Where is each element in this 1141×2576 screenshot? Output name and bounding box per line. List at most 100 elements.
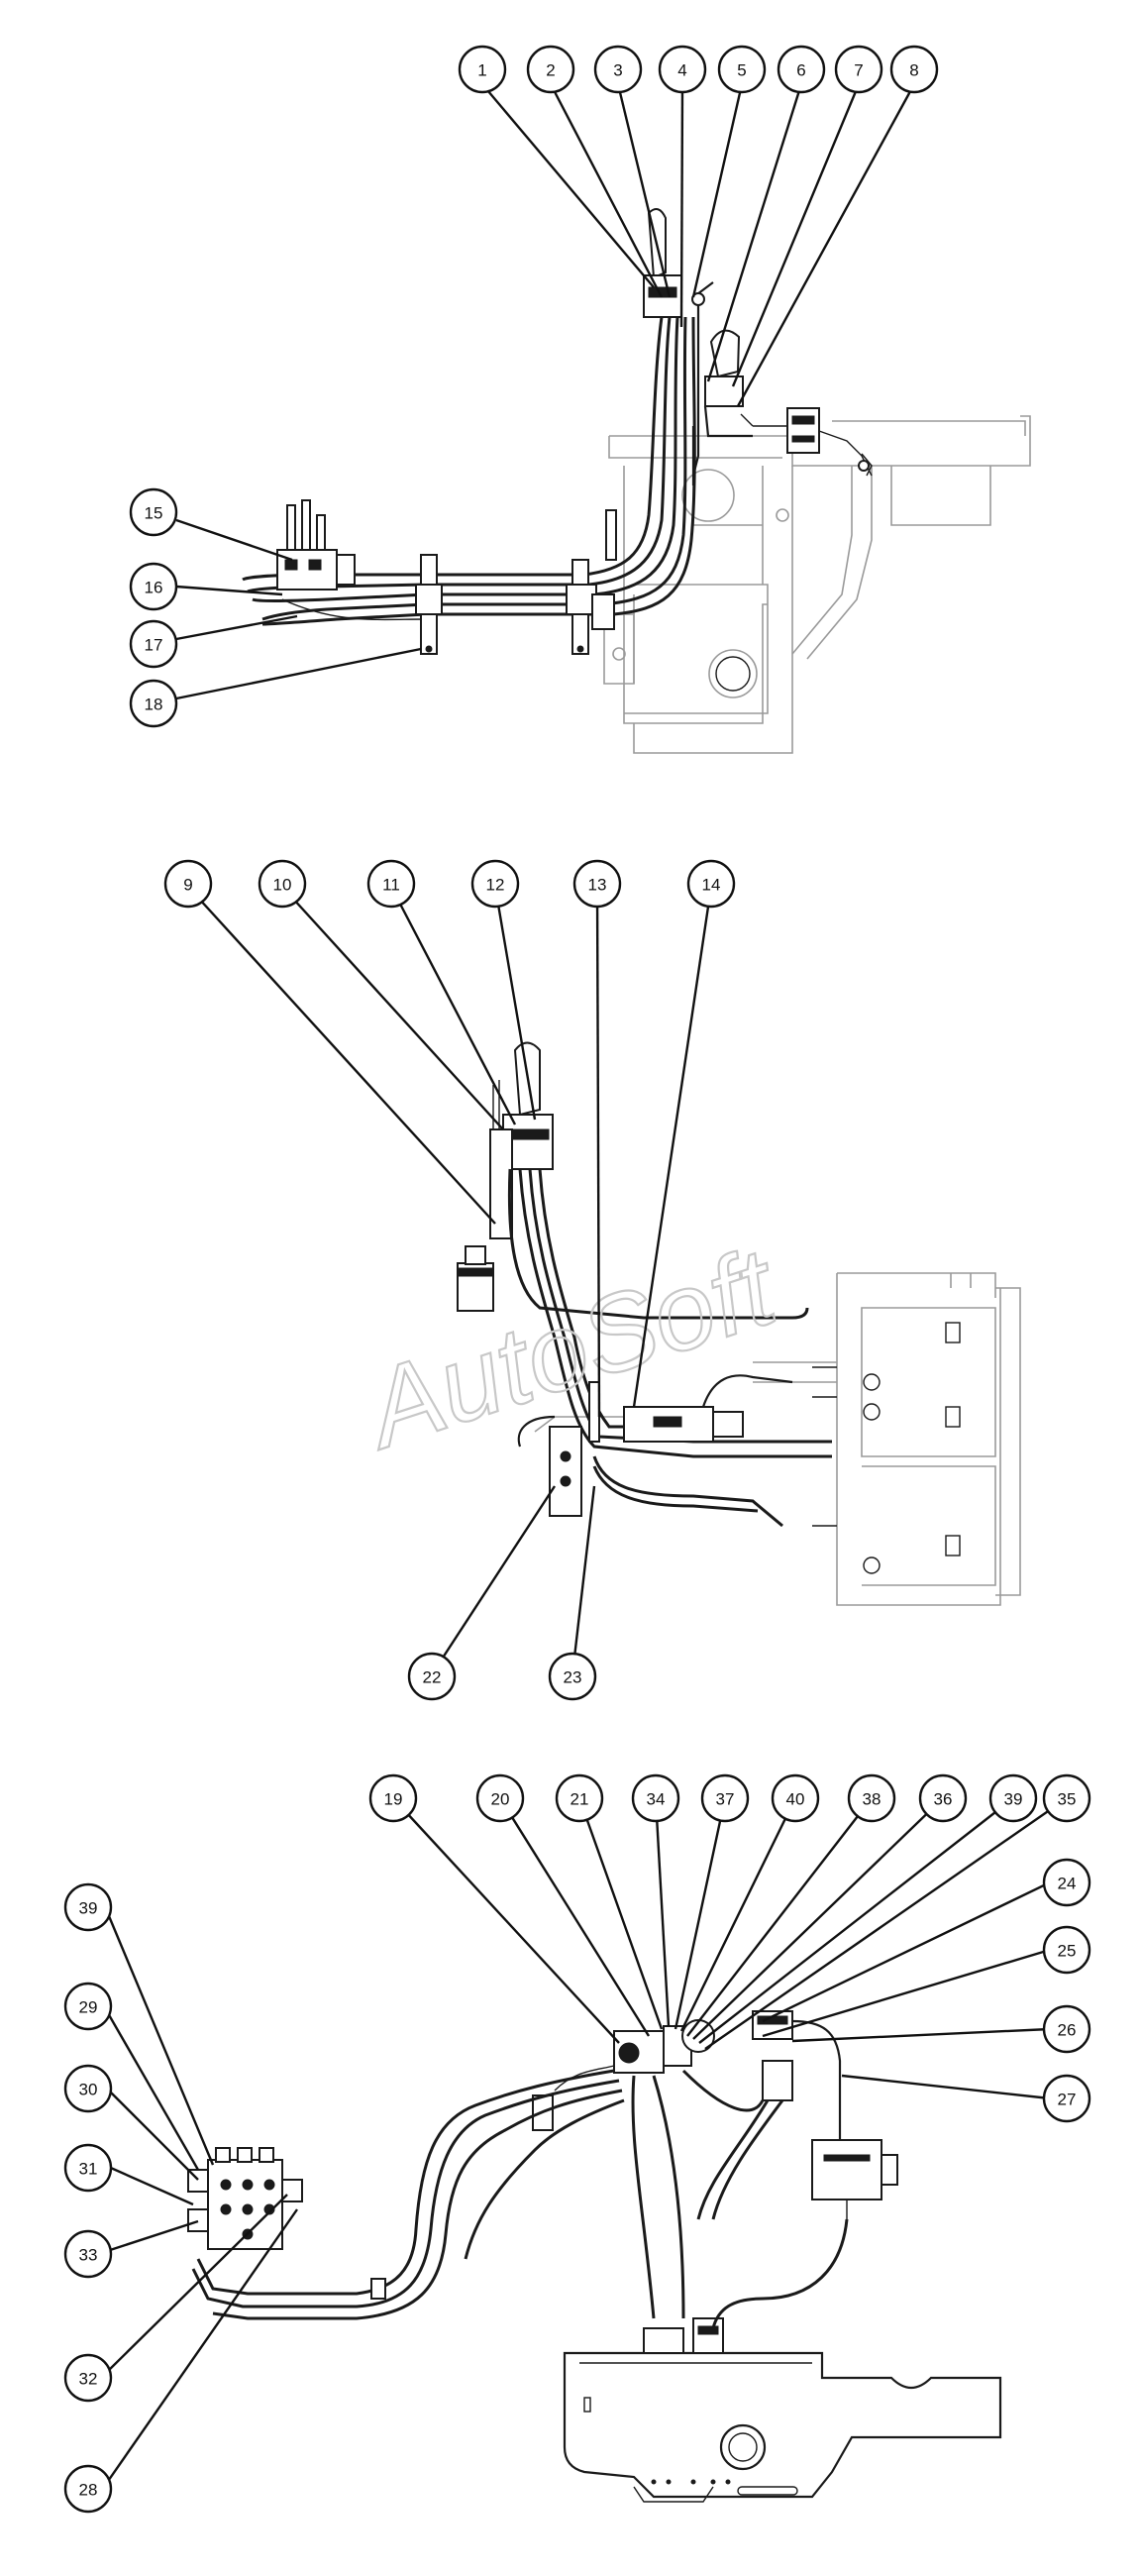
callout-circle — [470, 859, 520, 909]
callout-circle — [1042, 2074, 1091, 2123]
callout-label: 4 — [677, 61, 686, 80]
leader-lines — [102, 83, 1068, 2488]
view-2-joystick — [489, 1041, 554, 1239]
callout-circle — [63, 2143, 113, 2193]
callout-label: 33 — [79, 2246, 98, 2265]
callout-label: 5 — [737, 61, 746, 80]
callout-circle — [475, 1773, 525, 1823]
callout-label: 28 — [79, 2481, 98, 2500]
callout-label: 34 — [647, 1790, 666, 1809]
callout-1: 1 — [458, 45, 507, 94]
callout-label: 36 — [934, 1790, 953, 1809]
callout-label: 7 — [854, 61, 863, 80]
callout-label: 38 — [863, 1790, 882, 1809]
callout-circle — [1042, 1773, 1091, 1823]
callout-2: 2 — [526, 45, 575, 94]
callout-8: 8 — [889, 45, 939, 94]
callout-26: 26 — [1042, 2004, 1091, 2054]
callout-circle — [63, 1982, 113, 2031]
callout-34: 34 — [631, 1773, 680, 1823]
callout-35: 35 — [1042, 1773, 1091, 1823]
view-1-valve-block — [276, 499, 356, 590]
callout-33: 33 — [63, 2229, 113, 2279]
callout-circle — [1042, 2004, 1091, 2054]
callout-label: 8 — [909, 61, 918, 80]
callout-7: 7 — [834, 45, 883, 94]
view-1-assembly — [242, 208, 1031, 754]
callout-19: 19 — [368, 1773, 418, 1823]
view-3-manifold — [532, 2010, 793, 2131]
callout-label: 15 — [145, 504, 163, 523]
callout-32: 32 — [63, 2353, 113, 2403]
callout-27: 27 — [1042, 2074, 1091, 2123]
callout-circle — [407, 1652, 457, 1701]
callout-18: 18 — [129, 679, 178, 728]
callout-9: 9 — [163, 859, 213, 909]
callout-label: 35 — [1058, 1790, 1077, 1809]
callout-label: 31 — [79, 2160, 98, 2179]
callout-label: 26 — [1058, 2021, 1077, 2040]
callout-circle — [366, 859, 416, 909]
callout-circle — [63, 2464, 113, 2514]
callout-24: 24 — [1042, 1858, 1091, 1907]
callout-label: 39 — [1004, 1790, 1023, 1809]
callout-label: 23 — [564, 1668, 582, 1687]
callout-36: 36 — [918, 1773, 968, 1823]
view-1-joystick — [643, 208, 753, 485]
callout-label: 27 — [1058, 2091, 1077, 2109]
callout-circle — [889, 45, 939, 94]
callout-label: 12 — [486, 876, 505, 895]
callout-label: 21 — [570, 1790, 589, 1809]
callout-circle — [63, 2229, 113, 2279]
view-2-frame — [534, 1272, 1021, 1606]
callout-label: 11 — [382, 876, 400, 895]
callout-circle — [631, 1773, 680, 1823]
callout-label: 17 — [145, 636, 163, 655]
callout-circle — [458, 45, 507, 94]
view-3-filler — [643, 2317, 724, 2354]
view-1-clamps — [415, 509, 617, 655]
callout-30: 30 — [63, 2064, 113, 2113]
callout-29: 29 — [63, 1982, 113, 2031]
callout-circle — [63, 2353, 113, 2403]
callout-circle — [548, 1652, 597, 1701]
callout-40: 40 — [771, 1773, 820, 1823]
callout-label: 19 — [384, 1790, 403, 1809]
callout-37: 37 — [700, 1773, 750, 1823]
callout-circle — [368, 1773, 418, 1823]
callout-label: 32 — [79, 2370, 98, 2389]
callout-circle — [526, 45, 575, 94]
callout-circle — [918, 1773, 968, 1823]
callout-20: 20 — [475, 1773, 525, 1823]
callout-circle — [129, 562, 178, 611]
callout-label: 18 — [145, 696, 163, 714]
callout-circle — [258, 859, 307, 909]
callout-28: 28 — [63, 2464, 113, 2514]
callout-label: 24 — [1058, 1875, 1077, 1893]
callout-label: 37 — [716, 1790, 735, 1809]
callout-label: 30 — [79, 2081, 98, 2099]
callout-label: 2 — [546, 61, 555, 80]
callout-label: 13 — [588, 876, 607, 895]
callout-label: 3 — [613, 61, 622, 80]
view-3-assembly — [187, 2010, 1002, 2503]
callout-circle — [847, 1773, 896, 1823]
callout-circle — [771, 1773, 820, 1823]
view-1-pump — [740, 407, 873, 477]
callout-label: 39 — [79, 1899, 98, 1918]
callout-31: 31 — [63, 2143, 113, 2193]
callout-4: 4 — [658, 45, 707, 94]
callout-22: 22 — [407, 1652, 457, 1701]
callout-13: 13 — [572, 859, 622, 909]
callout-6: 6 — [777, 45, 826, 94]
view-3-valve-bank — [187, 2147, 386, 2300]
view-2-valve-bank — [549, 1381, 744, 1517]
callout-label: 22 — [423, 1668, 442, 1687]
view-2-filter — [457, 1245, 494, 1312]
callout-circle — [658, 45, 707, 94]
callout-10: 10 — [258, 859, 307, 909]
callout-circle — [129, 487, 178, 537]
